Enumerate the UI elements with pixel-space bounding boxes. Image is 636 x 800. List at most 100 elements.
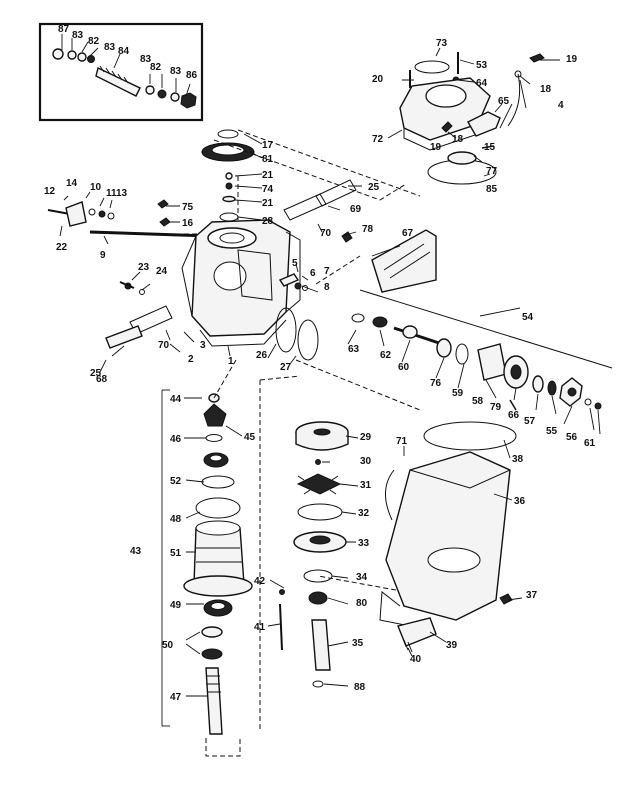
ground-strap-eye (514, 70, 522, 78)
callout-9: 9 (100, 250, 106, 261)
callout-58: 58 (472, 396, 484, 407)
cover-o-ring (414, 60, 450, 74)
pinion-washer (205, 434, 223, 442)
gasket-48 (195, 497, 241, 519)
inset-ring (157, 89, 167, 99)
dash-upper (213, 139, 407, 201)
callout-20: 20 (372, 74, 384, 85)
bearing-housing-top (195, 520, 241, 536)
housing-skeg (379, 591, 421, 629)
impeller-vanes (297, 475, 339, 495)
drive-bearing-bore (210, 602, 226, 610)
callout-67: 67 (402, 228, 414, 239)
housing-cavity (427, 547, 481, 573)
dash-upper-2 (237, 129, 421, 197)
callout-45: 45 (244, 432, 256, 443)
cover-assembly (399, 52, 545, 185)
callout-23: 23 (138, 262, 150, 273)
stop-screw-shank (119, 281, 135, 289)
leaders-cover (387, 47, 560, 177)
callout-47: 47 (170, 692, 182, 703)
callout-77: 77 (486, 166, 498, 177)
callout-8: 8 (324, 282, 330, 293)
leaders-5-6-7-8 (295, 263, 319, 293)
callout-70: 70 (320, 228, 332, 239)
callout-10: 10 (90, 182, 102, 193)
cover-opening (425, 84, 467, 108)
washer-88 (312, 680, 324, 688)
callout-79: 79 (490, 402, 502, 413)
screw-42 (279, 589, 285, 595)
stud-41 (279, 603, 283, 651)
callout-73: 73 (436, 38, 448, 49)
pump-housing-side (295, 432, 349, 451)
pump-base-bore (309, 535, 331, 545)
linkage-bolt (47, 209, 71, 215)
shim-ring (217, 129, 239, 139)
housing-top-bore-inner (219, 232, 245, 244)
callout-40: 40 (410, 654, 422, 665)
callout-43: 43 (130, 546, 142, 557)
upper-small-parts (157, 129, 255, 227)
callout-35: 35 (352, 638, 364, 649)
housing-side-port (213, 261, 247, 291)
lower-unit-housing (379, 421, 517, 653)
callout-68: 68 (96, 374, 108, 385)
shift-linkage (47, 201, 211, 295)
callout-64: 64 (476, 78, 488, 89)
cover-plate (447, 151, 477, 165)
gasket-lower-b (105, 325, 143, 349)
callout-30: 30 (360, 456, 372, 467)
housing-panel (237, 249, 273, 301)
callout-57: 57 (524, 416, 536, 427)
callout-46: 46 (170, 434, 182, 445)
callout-22: 22 (56, 242, 68, 253)
inset-washer (170, 92, 180, 102)
bearing-housing-flange (183, 575, 253, 597)
bearing-carrier (477, 343, 507, 381)
housing-pin (294, 282, 302, 290)
callout-32: 32 (358, 508, 370, 519)
seal-50-a (201, 626, 223, 638)
callout-74: 74 (262, 184, 274, 195)
callout-15: 15 (484, 142, 496, 153)
callout-83: 83 (104, 42, 116, 53)
callout-66: 66 (508, 410, 520, 421)
lower-housing-body (385, 451, 511, 621)
leaders-linkage (59, 191, 151, 291)
water-pump-stack (259, 375, 349, 730)
cover-nut (441, 121, 453, 133)
inset-ring (87, 55, 95, 63)
callout-36: 36 (514, 496, 526, 507)
callout-37: 37 (526, 590, 538, 601)
shaft-o-ring (455, 343, 469, 365)
housing-handle (385, 469, 395, 521)
leaders-gaskets (317, 185, 401, 257)
callout-82: 82 (150, 62, 162, 73)
callout-19: 19 (430, 142, 442, 153)
stack-dash-outline (205, 736, 241, 757)
leader-lines (59, 34, 601, 697)
callout-11: 11 (106, 188, 117, 199)
callout-59: 59 (452, 388, 464, 399)
leaders-prop-shaft (347, 307, 601, 435)
callout-7: 7 (324, 266, 330, 277)
seal-50-b (201, 648, 223, 660)
retainer-screw (509, 399, 517, 411)
leaders-pump-stack (267, 435, 359, 687)
leaders-inset (61, 34, 191, 97)
callout-1: 1 (228, 356, 234, 367)
callout-71: 71 (396, 436, 408, 447)
callout-88: 88 (354, 682, 366, 693)
shaft-seal (436, 338, 452, 358)
callout-27: 27 (280, 362, 292, 373)
seal-34 (303, 569, 333, 583)
housing-seal (275, 307, 297, 353)
callout-78: 78 (362, 224, 374, 235)
inset-washer (145, 85, 155, 95)
impeller (296, 473, 342, 495)
callout-38: 38 (512, 454, 524, 465)
inset-frame (38, 22, 204, 122)
pump-housing-bore (313, 428, 331, 436)
